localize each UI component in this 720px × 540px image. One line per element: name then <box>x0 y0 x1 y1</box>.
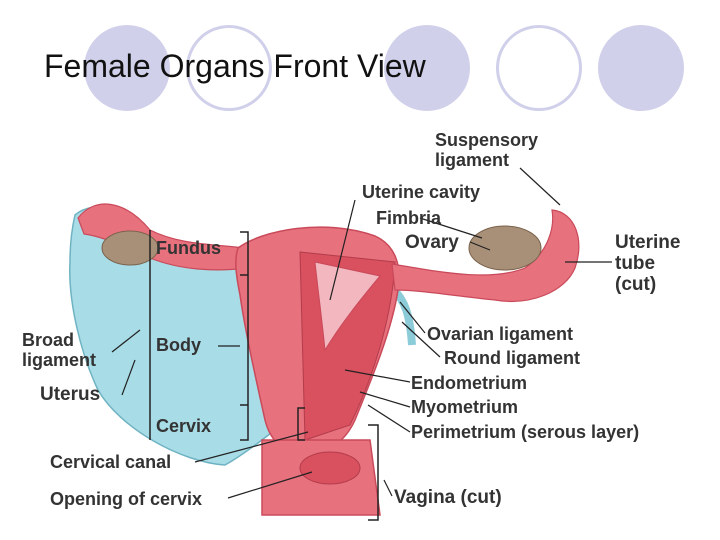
label-body: Body <box>156 335 201 355</box>
decor-circle-5 <box>598 25 684 111</box>
label-fundus: Fundus <box>156 238 221 258</box>
right-uterine-tube <box>391 209 580 302</box>
label-endometrium: Endometrium <box>411 373 527 393</box>
label-myometrium: Myometrium <box>411 397 518 417</box>
label-suspensory-1: Suspensory <box>435 130 538 150</box>
leader-lines <box>111 167 612 499</box>
label-broad-1: Broad <box>22 330 74 350</box>
label-cervix: Cervix <box>156 416 211 436</box>
cervix-opening-shape <box>299 451 361 485</box>
decor-circle-2 <box>186 25 272 111</box>
label-perimetrium: Perimetrium (serous layer) <box>411 422 639 442</box>
decor-circle-1 <box>84 25 170 111</box>
uterine-cavity-shape <box>314 261 381 352</box>
label-ovarian-ligament: Ovarian ligament <box>427 324 573 344</box>
label-fimbria: Fimbria <box>376 208 442 228</box>
decor-circle-4 <box>496 25 582 111</box>
label-uterine-tube-3: (cut) <box>615 274 656 295</box>
region-brackets <box>149 230 379 521</box>
label-uterus: Uterus <box>40 384 100 405</box>
right-ovary-shape <box>468 225 542 271</box>
label-round-ligament: Round ligament <box>444 348 580 368</box>
label-uterine-tube-1: Uterine <box>615 232 680 253</box>
label-broad-2: ligament <box>22 350 96 370</box>
label-cervical-canal: Cervical canal <box>50 452 171 472</box>
decor-circle-3 <box>384 25 470 111</box>
label-uterine-tube-2: tube <box>615 253 655 274</box>
label-uterine-cavity: Uterine cavity <box>362 182 480 202</box>
slide-title: Female Organs Front View <box>44 48 426 84</box>
label-ovary: Ovary <box>405 232 459 253</box>
label-vagina: Vagina (cut) <box>394 487 502 508</box>
label-suspensory-2: ligament <box>435 150 509 170</box>
label-opening-of-cervix: Opening of cervix <box>50 489 202 509</box>
left-ovary-shape <box>101 230 159 266</box>
